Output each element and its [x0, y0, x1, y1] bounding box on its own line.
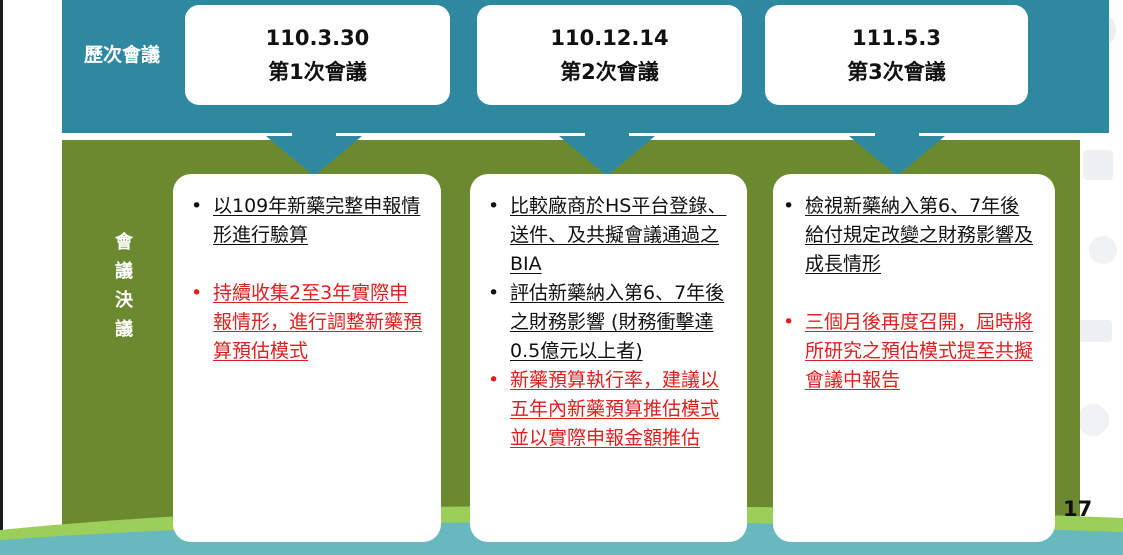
- slide-border: [0, 0, 3, 555]
- meeting-box-3: 111.5.3 第3次會議: [765, 5, 1028, 105]
- meeting-title: 第3次會議: [847, 60, 946, 84]
- page-number: 17: [1063, 497, 1093, 521]
- list-item: •新藥預算執行率，建議以五年內新藥預算推估模式並以實際申報金額推估: [488, 369, 720, 449]
- meeting-title: 第1次會議: [268, 60, 367, 84]
- meeting-date: 110.3.30: [265, 26, 370, 50]
- meeting-title: 第2次會議: [560, 60, 659, 84]
- meeting-date: 111.5.3: [851, 26, 941, 50]
- meeting-date: 110.12.14: [550, 26, 669, 50]
- list-item: •檢視新藥納入第6、7年後給付規定改變之財務影響及成長情形: [783, 195, 1034, 275]
- list-item: •持續收集2至3年實際申報情形，進行調整新藥預算預估模式: [191, 282, 423, 362]
- decision-label: 會 議 決 議: [115, 232, 133, 340]
- list-item: •評估新藥納入第6、7年後之財務影響 (財務衝擊達0.5億元以上者): [488, 282, 725, 362]
- down-arrow-icon: [559, 106, 655, 176]
- down-arrow-icon: [266, 106, 362, 176]
- list-item: •三個月後再度召開，屆時將所研究之預估模式提至共擬會議中報告: [783, 311, 1034, 391]
- meeting-box-2: 110.12.14 第2次會議: [477, 5, 742, 105]
- decision-card-2: •比較廠商於HS平台登錄、送件、及共擬會議通過之BIA •評估新藥納入第6、7年…: [470, 174, 747, 542]
- decision-card-3: •檢視新藥納入第6、7年後給付規定改變之財務影響及成長情形 •三個月後再度召開，…: [773, 174, 1055, 542]
- meetings-row-label: 歷次會議: [83, 44, 160, 66]
- meeting-box-1: 110.3.30 第1次會議: [185, 5, 450, 105]
- list-item: •比較廠商於HS平台登錄、送件、及共擬會議通過之BIA: [488, 195, 727, 275]
- down-arrow-icon: [849, 106, 945, 176]
- decision-card-1: •以109年新藥完整申報情形進行驗算 •持續收集2至3年實際申報情形，進行調整新…: [173, 174, 441, 542]
- list-item: •以109年新藥完整申報情形進行驗算: [191, 195, 421, 246]
